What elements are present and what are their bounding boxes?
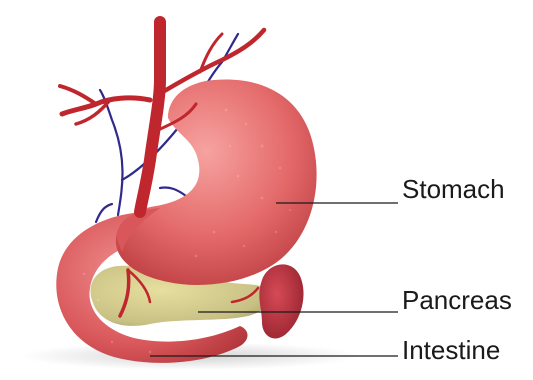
pancreas-label: Pancreas (402, 287, 512, 313)
spleen-shape (259, 264, 303, 338)
stomach-label: Stomach (402, 176, 505, 202)
intestine-label: Intestine (402, 337, 500, 363)
